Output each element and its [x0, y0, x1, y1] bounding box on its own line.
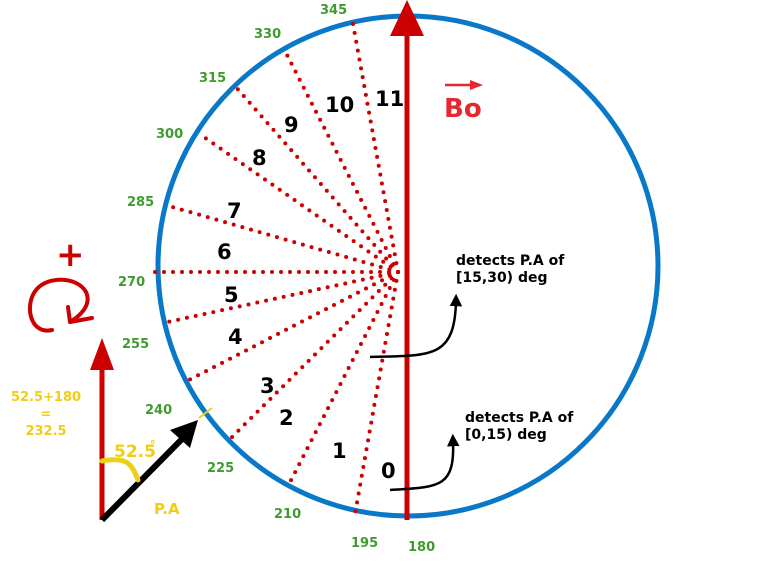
- pa-inset: 52.5 ° P.A 52.5+180 = 232.5: [11, 338, 213, 523]
- angle-label-225: 225: [207, 461, 234, 476]
- angle-label-345: 345: [320, 3, 347, 18]
- sector-label-8: 8: [252, 146, 267, 170]
- angle-label-330: 330: [254, 27, 281, 42]
- sector-label-0: 0: [381, 459, 396, 483]
- annotation-lower-line2: [0,15) deg: [465, 427, 547, 443]
- angle-label-195: 195: [351, 536, 378, 551]
- sector-boundary-225: [227, 270, 400, 442]
- sector-labels: 11 10 9 8 7 6 5 4 3 2 1 0: [217, 87, 404, 483]
- pa-sum-line1: 52.5+180: [11, 390, 81, 405]
- annotation-lower: detects P.A of [0,15) deg: [389, 410, 574, 492]
- angle-label-255: 255: [122, 337, 149, 352]
- angle-label-300: 300: [156, 127, 183, 142]
- sector-label-9: 9: [284, 113, 299, 137]
- sector-label-4: 4: [228, 325, 243, 349]
- sector-label-6: 6: [217, 240, 232, 264]
- angle-label-285: 285: [127, 195, 154, 210]
- sector-boundary-300: [199, 133, 400, 274]
- annotation-upper-line2: [15,30) deg: [456, 270, 548, 286]
- sector-label-11: 11: [375, 87, 404, 111]
- sector-boundary-315: [233, 84, 400, 274]
- sector-boundary-240: [181, 270, 400, 385]
- angle-label-240: 240: [145, 403, 172, 418]
- annotation-lower-line1: detects P.A of: [465, 410, 574, 426]
- angle-label-180: 180: [408, 540, 435, 555]
- angle-label-270: 270: [118, 275, 145, 290]
- angle-labels: 345 330 315 300 285 270 255 240 225 210 …: [118, 3, 435, 555]
- sector-label-5: 5: [224, 283, 239, 307]
- sector-boundary-285: [167, 204, 400, 274]
- pa-reference-arrow-head: [90, 338, 114, 370]
- pa-label: P.A: [154, 500, 180, 518]
- field-label: Bo: [444, 80, 483, 124]
- rotation-sign: +: [56, 235, 85, 275]
- sector-label-1: 1: [332, 439, 347, 463]
- pa-angle: 52.5: [114, 442, 156, 462]
- angle-label-210: 210: [274, 507, 301, 522]
- pa-arrow-head: [170, 420, 198, 448]
- annotation-upper-line1: detects P.A of: [456, 253, 565, 269]
- sector-label-10: 10: [325, 93, 354, 117]
- rotation-arrow-icon: [27, 277, 90, 333]
- angle-label-315: 315: [199, 71, 226, 86]
- pa-degree-mark: °: [150, 438, 156, 451]
- sector-label-2: 2: [279, 406, 294, 430]
- annotation-upper: detects P.A of [15,30) deg: [369, 253, 565, 359]
- field-label-text: Bo: [444, 94, 482, 124]
- rotation-symbol: +: [27, 235, 94, 333]
- sector-label-7: 7: [227, 199, 242, 223]
- sector-boundary-345: [351, 22, 400, 274]
- pa-sum-line2: =: [41, 407, 52, 422]
- pa-sum-line3: 232.5: [25, 424, 66, 439]
- sector-label-3: 3: [260, 374, 275, 398]
- field-arrow: [390, 0, 424, 520]
- sector-boundary-255: [161, 270, 400, 325]
- sector-boundary-lines: [151, 22, 400, 516]
